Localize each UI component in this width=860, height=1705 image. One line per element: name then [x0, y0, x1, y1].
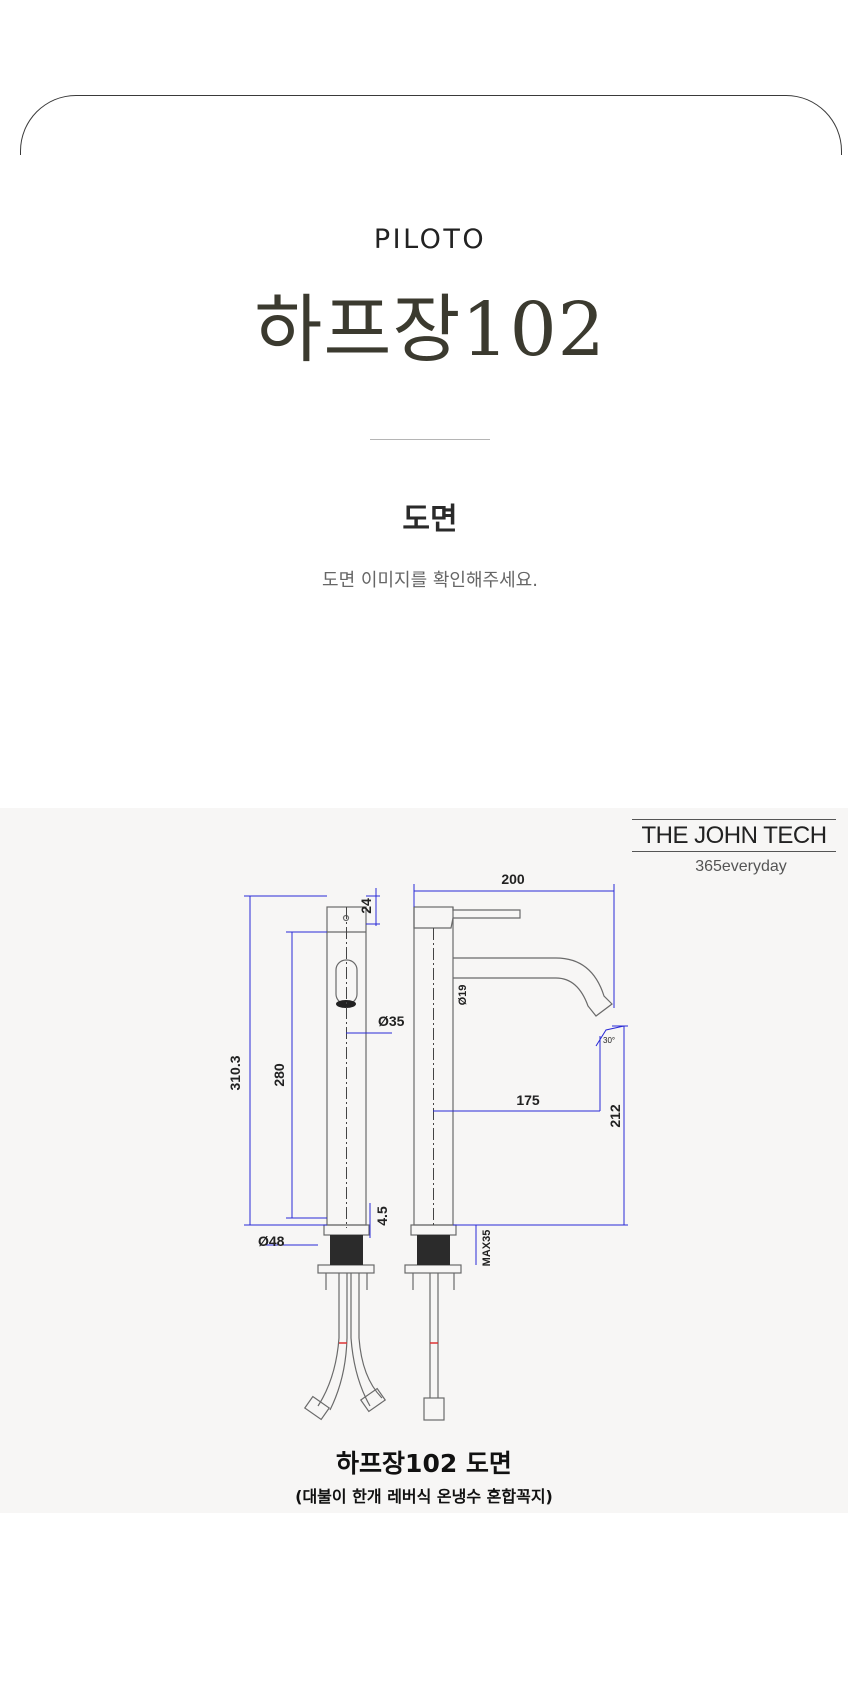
drawing-caption-title: 하프장102 도면 [336, 1449, 512, 1478]
dim-dia-48: Ø48 [258, 1233, 285, 1249]
dim-max35: MAX35 [481, 1230, 493, 1267]
dim-280: 280 [271, 1063, 287, 1087]
technical-drawing: 200 175 Ø35 Ø48 310.3 280 24 4.5 212 Ø19… [0, 808, 848, 1513]
dim-4-5: 4.5 [374, 1206, 390, 1226]
brand-name: PILOTO [373, 224, 487, 255]
divider [370, 439, 490, 440]
section-title: 도면 [402, 502, 458, 537]
decorative-arch [20, 95, 842, 155]
logo-tagline: 365everyday [695, 858, 787, 875]
dim-dia-35: Ø35 [378, 1013, 405, 1029]
dim-angle: 30° [603, 1036, 615, 1045]
dim-175: 175 [516, 1092, 540, 1108]
brand-logo: THE JOHN TECH 365everyday [632, 819, 836, 876]
dim-24: 24 [358, 898, 374, 914]
section-description: 도면 이미지를 확인해주세요. [322, 570, 538, 591]
dim-dia-19: Ø19 [457, 985, 469, 1006]
dim-212: 212 [607, 1104, 623, 1128]
dim-310: 310.3 [227, 1055, 243, 1090]
logo-name: THE JOHN TECH [641, 822, 827, 849]
faucet-drawing-svg: 200 175 Ø35 Ø48 310.3 280 24 4.5 212 Ø19… [227, 871, 628, 1421]
dim-200: 200 [501, 871, 525, 887]
product-title: 하프장102 [254, 287, 606, 373]
drawing-caption-subtitle: (대불이 한개 레버식 온냉수 혼합꼭지) [295, 1487, 553, 1506]
